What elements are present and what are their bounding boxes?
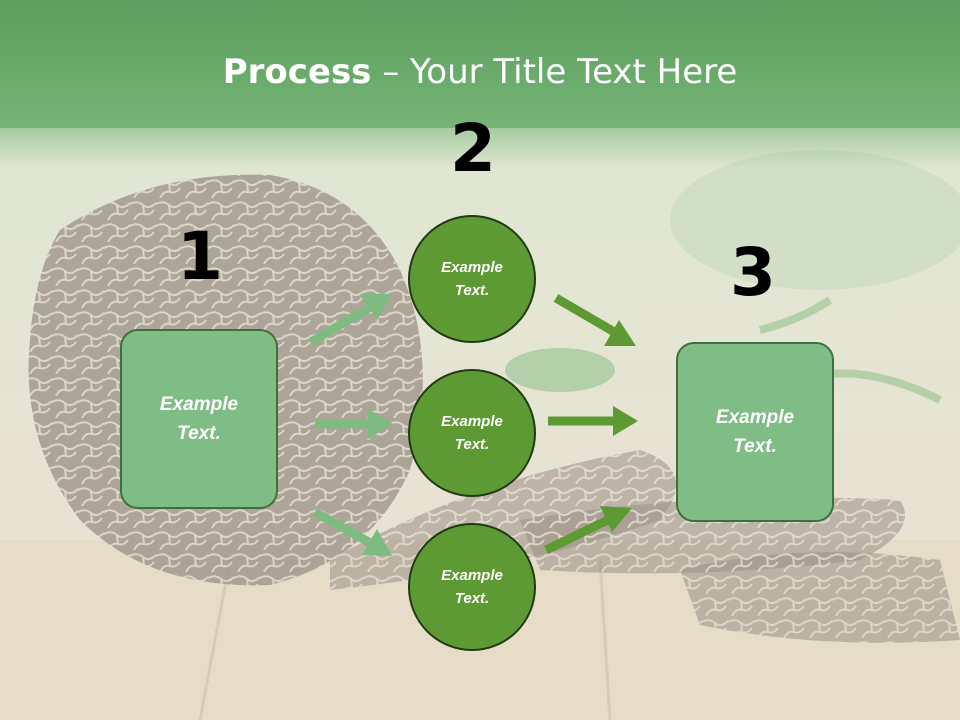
left-box-line1: Example — [159, 394, 239, 415]
arrow-left-to-top — [308, 294, 392, 346]
arrow-left-to-middle — [315, 409, 393, 439]
circle-middle-line1: Example — [441, 413, 503, 430]
arrow-middle-to-right — [548, 406, 638, 436]
circle-bottom-line1: Example — [441, 567, 503, 584]
circle-bottom-line2: Text. — [454, 590, 490, 607]
arrow-bottom-to-right — [544, 506, 632, 555]
title-bold: Process — [222, 52, 372, 92]
arrow-left-to-bottom — [312, 508, 392, 556]
title-rest: – Your Title Text Here — [371, 52, 738, 92]
circle-top-line2: Text. — [454, 282, 490, 299]
left-box-line2: Text. — [177, 423, 221, 444]
slide-title[interactable]: Process – Your Title Text Here — [0, 52, 960, 92]
right-box-line2: Text. — [733, 436, 777, 457]
circle-top-line1: Example — [441, 259, 503, 276]
right-box-line1: Example — [715, 407, 795, 428]
arrow-top-to-right — [553, 294, 636, 346]
step-number-1: 1 — [177, 218, 223, 295]
step-number-2: 2 — [450, 110, 496, 187]
banner-fade — [0, 128, 960, 168]
circle-middle-line2: Text. — [454, 436, 490, 453]
title-banner — [0, 0, 960, 128]
step-number-3: 3 — [730, 234, 776, 311]
